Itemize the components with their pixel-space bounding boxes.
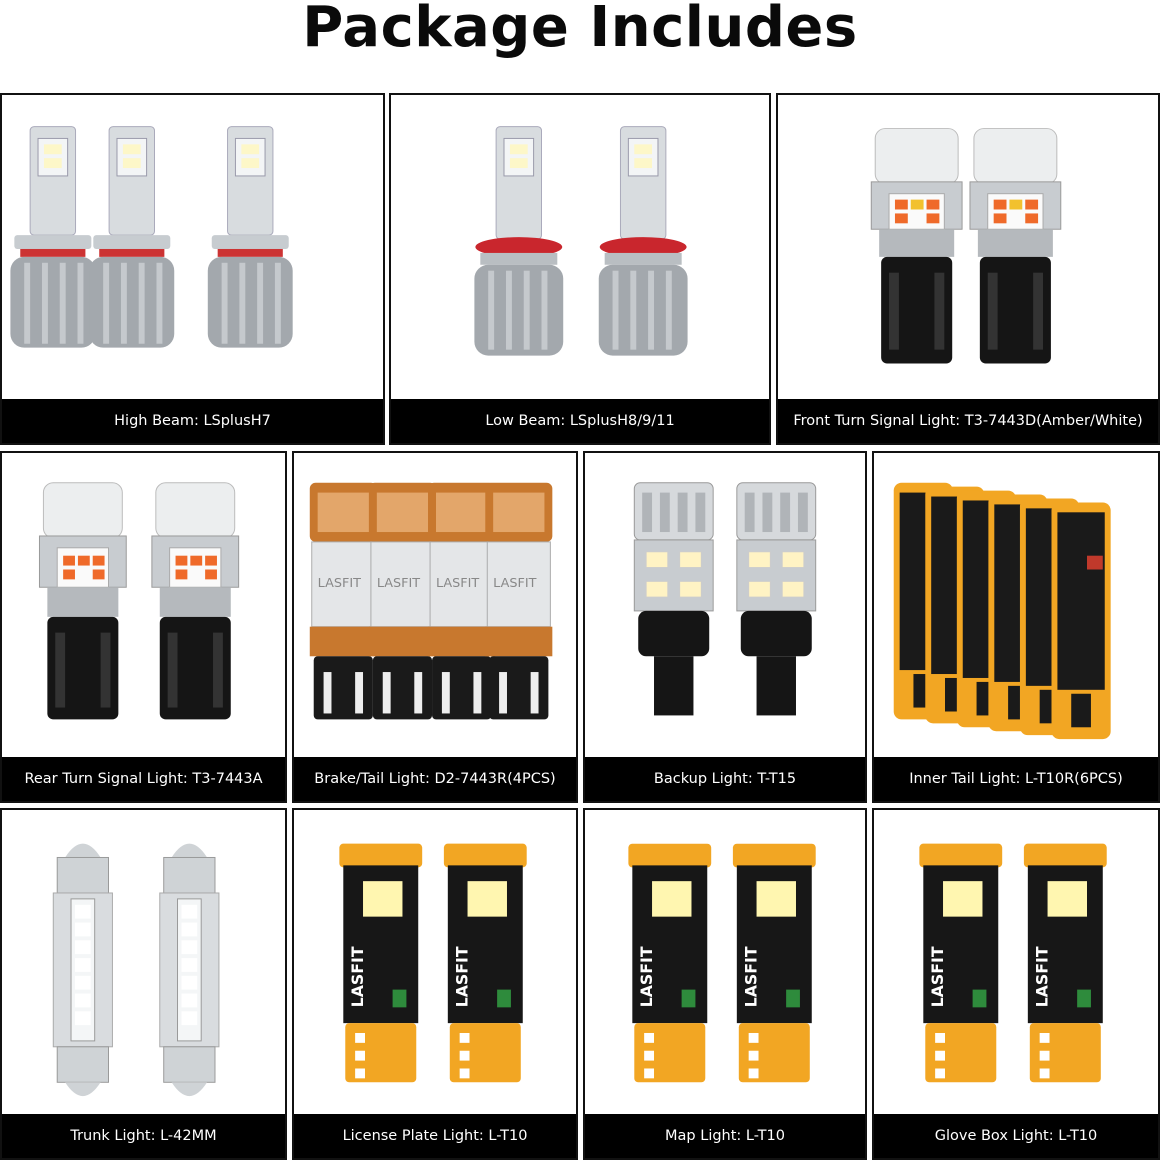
product-caption: Backup Light: T-T15 (585, 757, 865, 801)
wedge-bulb-icon (585, 453, 865, 757)
bulb-brand-text: LASFIT (377, 576, 420, 591)
product-caption: Glove Box Light: L-T10 (874, 1114, 1158, 1158)
product-card-brake-tail: LASFIT LASFIT LASFIT LASFIT Brake/Tail L… (292, 451, 578, 803)
product-card-rear-turn: Rear Turn Signal Light: T3-7443A (0, 451, 287, 803)
board-brand-text: LASFIT (1033, 946, 1052, 1007)
product-caption: High Beam: LSplusH7 (2, 399, 383, 443)
product-caption: Map Light: L-T10 (585, 1114, 865, 1158)
product-caption: Rear Turn Signal Light: T3-7443A (2, 757, 285, 801)
led-board-icon: LASFIT LASFIT (585, 810, 865, 1114)
product-caption: Trunk Light: L-42MM (2, 1114, 285, 1158)
led-board-icon: LASFIT LASFIT (294, 810, 576, 1114)
product-caption: Inner Tail Light: L-T10R(6PCS) (874, 757, 1158, 801)
headlight-bulb-icon (391, 95, 769, 399)
wedge-bulb-icon (2, 453, 285, 757)
product-card-license: LASFIT LASFIT License Plate Light: L-T10 (292, 808, 578, 1160)
board-brand-text: LASFIT (637, 946, 656, 1007)
wedge-bulb-icon (778, 95, 1158, 399)
page-title: Package Includes (302, 0, 858, 60)
product-caption: Front Turn Signal Light: T3-7443D(Amber/… (778, 399, 1158, 443)
board-brand-text: LASFIT (928, 946, 947, 1007)
product-card-trunk: Trunk Light: L-42MM (0, 808, 287, 1160)
board-brand-text: LASFIT (742, 946, 761, 1007)
product-card-low-beam: Low Beam: LSplusH8/9/11 (389, 93, 771, 445)
product-card-inner-tail: Inner Tail Light: L-T10R(6PCS) (872, 451, 1160, 803)
product-card-glove: LASFIT LASFIT Glove Box Light: L-T10 (872, 808, 1160, 1160)
headlight-bulb-icon (2, 95, 383, 399)
product-card-backup: Backup Light: T-T15 (583, 451, 867, 803)
board-brand-text: LASFIT (348, 946, 367, 1007)
wedge-bulb-icon: LASFIT LASFIT LASFIT LASFIT (294, 453, 576, 757)
product-card-map: LASFIT LASFIT Map Light: L-T10 (583, 808, 867, 1160)
board-brand-text: LASFIT (453, 946, 472, 1007)
led-board-icon: LASFIT LASFIT (874, 810, 1158, 1114)
product-card-front-turn: Front Turn Signal Light: T3-7443D(Amber/… (776, 93, 1160, 445)
product-caption: Brake/Tail Light: D2-7443R(4PCS) (294, 757, 576, 801)
bulb-brand-text: LASFIT (436, 576, 479, 591)
bulb-brand-text: LASFIT (318, 576, 361, 591)
product-caption: License Plate Light: L-T10 (294, 1114, 576, 1158)
bulb-brand-text: LASFIT (493, 576, 536, 591)
led-board-icon (874, 453, 1158, 757)
product-card-high-beam: High Beam: LSplusH7 (0, 93, 385, 445)
festoon-bulb-icon (2, 810, 285, 1114)
product-caption: Low Beam: LSplusH8/9/11 (391, 399, 769, 443)
